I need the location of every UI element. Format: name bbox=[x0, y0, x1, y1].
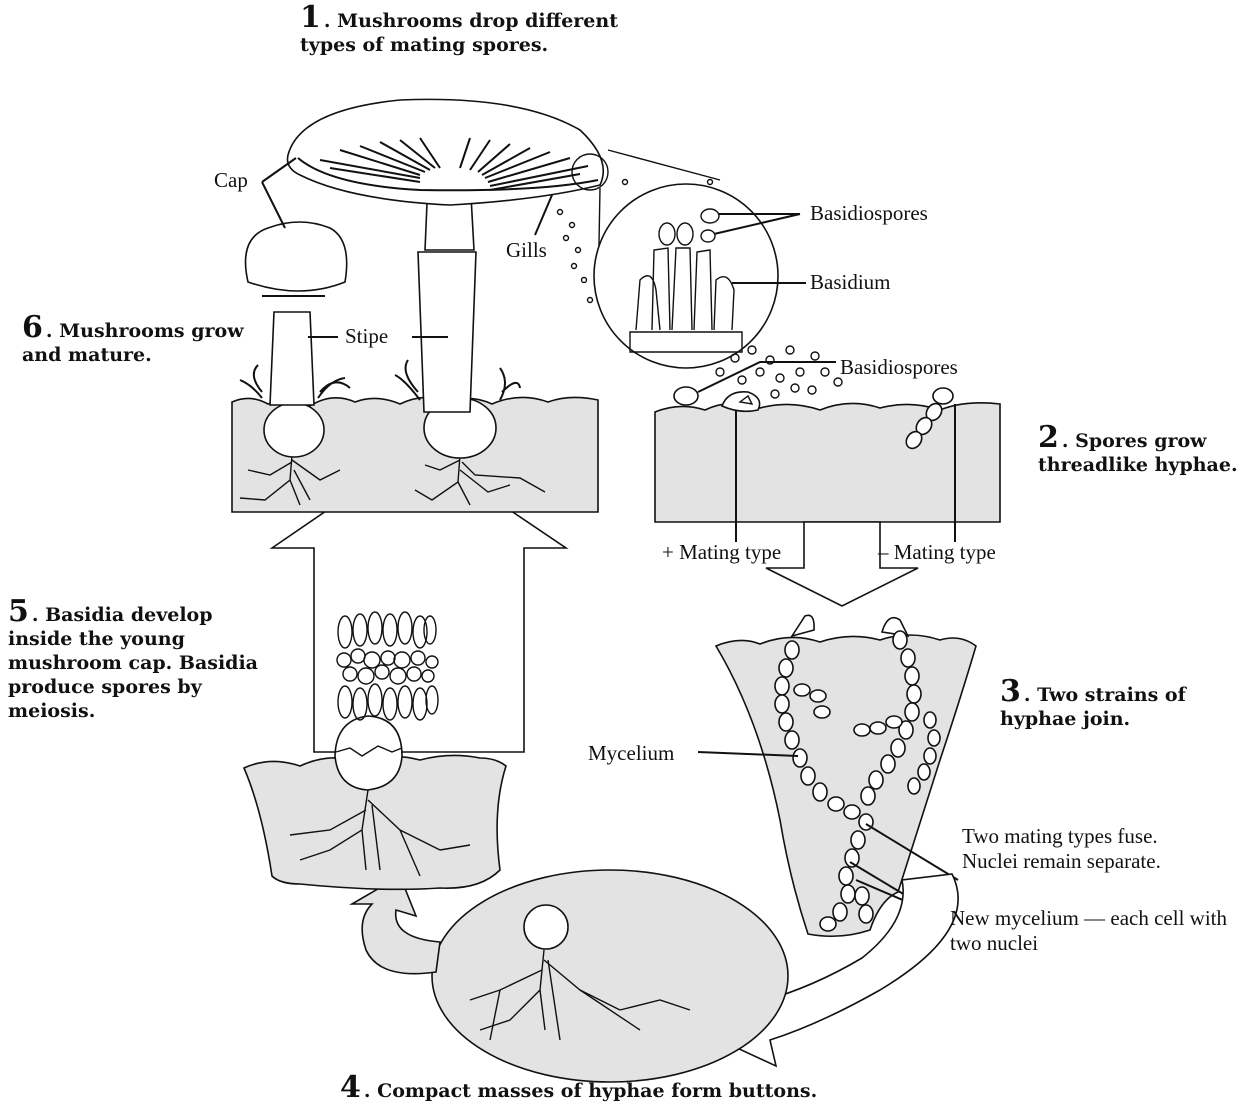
stipe-label: Stipe bbox=[345, 324, 388, 349]
step-3-caption: 3. Two strains of hyphae join. bbox=[1000, 680, 1200, 731]
basidiospores-top-label: Basidiospores bbox=[810, 201, 928, 226]
cap-label: Cap bbox=[214, 168, 248, 193]
basidiospores-soil-label: Basidiospores bbox=[840, 355, 958, 380]
step-4-caption: 4. Compact masses of hyphae form buttons… bbox=[340, 1076, 900, 1103]
fuse-label: Two mating types fuse. Nuclei remain sep… bbox=[962, 824, 1202, 874]
step-2-text: . Spores grow threadlike hyphae. bbox=[1038, 430, 1238, 476]
step-1-number: 1 bbox=[300, 0, 321, 35]
gills-leader bbox=[535, 195, 552, 235]
mycelium-label: Mycelium bbox=[588, 741, 674, 766]
step-2-number: 2 bbox=[1038, 420, 1059, 455]
step-3-text: . Two strains of hyphae join. bbox=[1000, 684, 1186, 730]
plus-mating-label: + Mating type bbox=[662, 540, 781, 565]
step-3-number: 3 bbox=[1000, 674, 1021, 709]
step-1-caption: 1. Mushrooms drop different types of mat… bbox=[300, 6, 640, 57]
step-6-number: 6 bbox=[22, 310, 43, 345]
gills-label: Gills bbox=[506, 238, 547, 263]
step-1-text: . Mushrooms drop different types of mati… bbox=[300, 10, 618, 56]
new-mycelium-label: New mycelium — each cell with two nuclei bbox=[950, 906, 1238, 956]
step-5-number: 5 bbox=[8, 594, 29, 629]
step-6-caption: 6. Mushrooms grow and mature. bbox=[22, 316, 262, 367]
minus-mating-label: – Mating type bbox=[878, 540, 996, 565]
step-5-caption: 5. Basidia develop inside the young mush… bbox=[8, 600, 258, 723]
basidium-label: Basidium bbox=[810, 270, 891, 295]
step-6-text: . Mushrooms grow and mature. bbox=[22, 320, 244, 366]
curved-arrow-to-step5 bbox=[352, 876, 440, 974]
soil-block-spores bbox=[655, 403, 1000, 522]
step-4-number: 4 bbox=[340, 1070, 361, 1105]
step-2-caption: 2. Spores grow threadlike hyphae. bbox=[1038, 426, 1238, 477]
step-4-text: . Compact masses of hyphae form buttons. bbox=[364, 1080, 817, 1102]
step-5-text: . Basidia develop inside the young mushr… bbox=[8, 604, 258, 722]
button-soil bbox=[432, 870, 788, 1082]
basidium-zoom-circle bbox=[594, 184, 778, 368]
